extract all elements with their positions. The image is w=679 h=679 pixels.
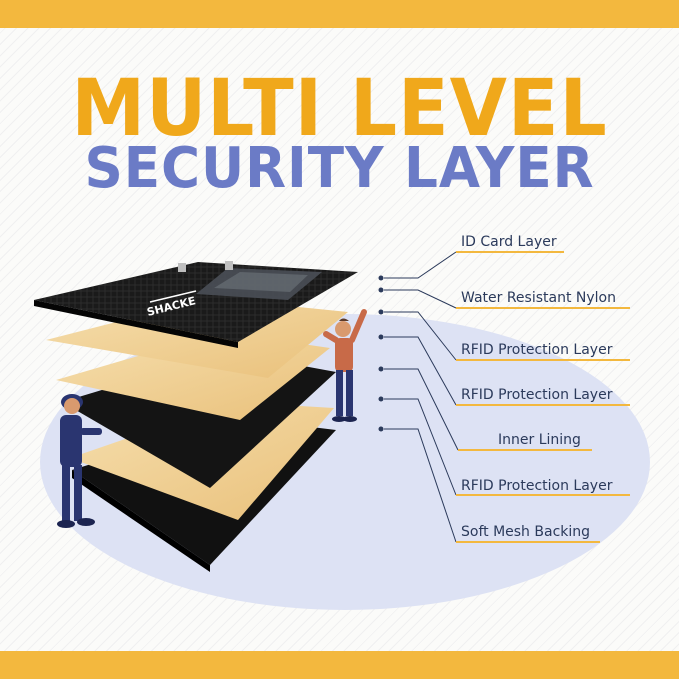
person-left-figure bbox=[57, 394, 102, 528]
label-rfid-protection-layer-1: RFID Protection Layer bbox=[461, 342, 613, 358]
person-right-figure bbox=[323, 309, 367, 422]
label-rfid-protection-layer-2: RFID Protection Layer bbox=[461, 387, 613, 403]
label-id-card-layer: ID Card Layer bbox=[461, 234, 557, 250]
label-underlines bbox=[456, 251, 630, 543]
top-accent-bar bbox=[0, 0, 679, 28]
title-line-2: SECURITY LAYER bbox=[84, 136, 595, 201]
label-rfid-protection-layer-3: RFID Protection Layer bbox=[461, 478, 613, 494]
label-inner-lining: Inner Lining bbox=[498, 432, 581, 448]
bottom-accent-bar bbox=[0, 651, 679, 679]
callout-lines bbox=[384, 251, 459, 543]
label-soft-mesh-backing: Soft Mesh Backing bbox=[461, 524, 591, 540]
callout-dots bbox=[378, 275, 384, 432]
title-line-1: MULTI LEVEL bbox=[71, 64, 608, 154]
label-water-resistant-nylon: Water Resistant Nylon bbox=[461, 290, 616, 306]
